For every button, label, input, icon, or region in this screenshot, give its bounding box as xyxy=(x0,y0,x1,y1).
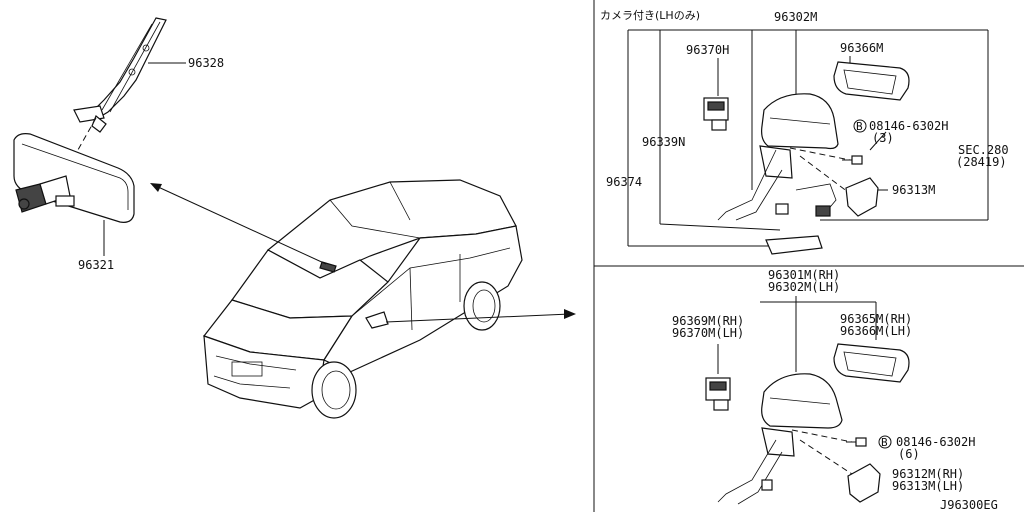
dash-top-1 xyxy=(789,147,851,161)
label-96313m-top: 96313M xyxy=(892,183,935,197)
label-96370h: 96370H xyxy=(686,43,729,57)
label-bolt-bottom: 08146-6302H xyxy=(896,435,975,449)
label-96369m-rh: 96369M(RH) xyxy=(672,314,744,328)
camera-bracket-top xyxy=(765,235,823,255)
mirror-housing-bottom xyxy=(717,373,843,505)
label-96313m-lh: 96313M(LH) xyxy=(892,479,964,493)
camera-wiring-top xyxy=(775,183,837,217)
bolt-mark-bottom: B xyxy=(881,436,888,449)
label-bolt-bottom-qty: (6) xyxy=(898,447,920,461)
label-96328: 96328 xyxy=(188,56,224,70)
actuator-top xyxy=(703,97,729,131)
bolt-callout-bottom: B 08146-6302H (6) xyxy=(878,435,975,461)
label-96302m-top: 96302M xyxy=(774,10,817,24)
label-camera-note: カメラ付き(LHのみ) xyxy=(600,9,700,22)
mirror-cover-bottom xyxy=(847,463,881,503)
label-96370m-lh: 96370M(LH) xyxy=(672,326,744,340)
label-96302m-lh: 96302M(LH) xyxy=(768,280,840,294)
mirror-glass-bottom xyxy=(833,343,910,383)
bolt-top xyxy=(842,155,863,165)
label-bolt-top: 08146-6302H xyxy=(869,119,948,133)
car-illustration xyxy=(203,179,523,419)
mount-dash-line xyxy=(61,117,97,179)
label-96312m-rh: 96312M(RH) xyxy=(892,467,964,481)
bolt-mark-top: B xyxy=(856,120,863,133)
label-96339n: 96339N xyxy=(642,135,685,149)
mirror-mount-bracket xyxy=(73,17,167,133)
actuator-bottom xyxy=(705,377,731,411)
label-bolt-top-qty: (3) xyxy=(872,131,894,145)
label-96374: 96374 xyxy=(606,175,642,189)
mirror-housing-top xyxy=(717,93,839,221)
label-96366m-top: 96366M xyxy=(840,41,883,55)
mirror-glass-top xyxy=(833,61,910,101)
panel-borders xyxy=(593,0,1024,512)
mirror-cover-top xyxy=(845,177,879,217)
dash-top-2 xyxy=(799,155,849,193)
interior-mirror xyxy=(13,133,135,223)
bolt-callout-top: B 08146-6302H (3) xyxy=(853,119,948,145)
label-96301m-rh: 96301M(RH) xyxy=(768,268,840,282)
dash-bottom-2 xyxy=(799,439,853,475)
leader-lines-bottom xyxy=(717,296,877,374)
leader-lines-top xyxy=(627,29,989,247)
label-96321: 96321 xyxy=(78,258,114,272)
callout-arrows xyxy=(150,183,576,323)
label-sec-ref: SEC.280 xyxy=(958,143,1009,157)
diagram-code: J96300EG xyxy=(940,498,998,512)
bolt-bottom xyxy=(846,437,867,447)
dash-bottom-1 xyxy=(791,429,853,443)
label-sec-ref-sub: (28419) xyxy=(956,155,1007,169)
